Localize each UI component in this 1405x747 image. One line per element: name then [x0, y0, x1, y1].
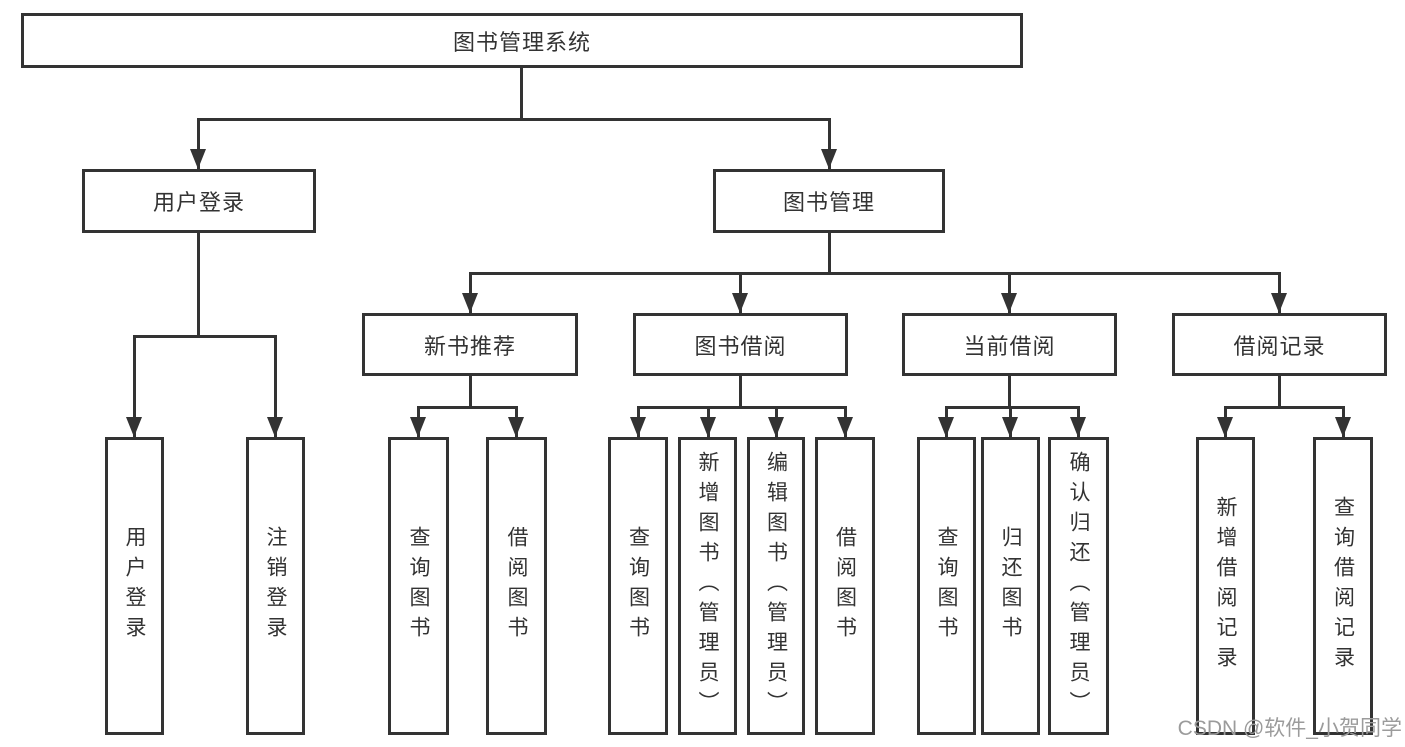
node-borrowing-borrow-books: 借阅图书: [815, 437, 875, 735]
node-borrowing-add-books-admin: 新增图书（管理员）: [678, 437, 737, 735]
node-label: 图书管理: [782, 190, 875, 215]
node-book-management: 图书管理: [713, 169, 945, 233]
connector-drop: [274, 335, 277, 437]
arrow-down-icon: [630, 417, 646, 437]
arrow-down-icon: [1217, 417, 1233, 437]
node-label: 当前借阅: [963, 333, 1056, 359]
node-current-borrowing: 当前借阅: [902, 313, 1117, 376]
arrow-down-icon: [1070, 417, 1086, 437]
arrow-down-icon: [938, 417, 954, 437]
watermark: CSDN @软件_小贺同学: [1177, 717, 1402, 740]
node-borrowing-records: 借阅记录: [1172, 313, 1387, 376]
node-current-confirm-return-admin: 确认归还（管理员）: [1048, 437, 1109, 735]
node-book-borrowing: 图书借阅: [633, 313, 848, 376]
node-label: 借阅图书: [833, 526, 857, 646]
node-logout: 注销登录: [246, 437, 305, 735]
connector-drop: [197, 118, 200, 169]
connector-bus-borrowing: [637, 406, 847, 409]
node-label: 查询图书: [407, 526, 430, 646]
arrow-down-icon: [1271, 293, 1287, 313]
node-user-login: 用户登录: [82, 169, 316, 233]
connector-stem-user-login: [197, 233, 200, 337]
connector-stem-borrowing: [739, 376, 742, 409]
node-recommend-borrow-books: 借阅图书: [486, 437, 547, 735]
node-recommend-query-books: 查询图书: [388, 437, 449, 735]
node-label: 新增借阅记录: [1214, 496, 1237, 676]
node-current-query-books: 查询图书: [917, 437, 976, 735]
node-label: 注销登录: [264, 526, 287, 646]
connector-stem-root: [520, 68, 523, 121]
arrow-down-icon: [410, 417, 426, 437]
node-records-query-borrow-record: 查询借阅记录: [1313, 437, 1373, 735]
connector-drop: [739, 272, 742, 313]
connector-bus-root: [197, 118, 831, 121]
connector-bus-current: [945, 406, 1080, 409]
node-label: 查询图书: [626, 526, 650, 646]
connector-drop: [1008, 272, 1011, 313]
arrow-down-icon: [1335, 417, 1351, 437]
connector-stem-current: [1008, 376, 1011, 409]
node-label: 用户登录: [123, 526, 146, 646]
node-label: 归还图书: [999, 526, 1022, 646]
node-label: 借阅记录: [1233, 333, 1326, 359]
node-label: 用户登录: [152, 190, 245, 215]
arrow-down-icon: [1001, 293, 1017, 313]
connector-drop: [133, 335, 136, 437]
node-records-add-borrow-record: 新增借阅记录: [1196, 437, 1255, 735]
arrow-down-icon: [837, 417, 853, 437]
node-label: 新书推荐: [423, 333, 516, 359]
arrow-down-icon: [732, 293, 748, 313]
node-user-login-leaf: 用户登录: [105, 437, 164, 735]
connector-drop: [469, 272, 472, 313]
arrow-down-icon: [768, 417, 784, 437]
arrow-down-icon: [462, 293, 478, 313]
connector-bus-book-management: [469, 272, 1281, 275]
connector-stem-book-management: [828, 233, 831, 275]
node-label: 确认归还（管理员）: [1067, 451, 1090, 721]
connector-bus-user-login: [133, 335, 276, 338]
connector-bus-recommend: [417, 406, 518, 409]
node-label: 新增图书（管理员）: [696, 451, 719, 721]
connector-drop: [1278, 272, 1281, 313]
arrow-down-icon: [700, 417, 716, 437]
node-borrowing-edit-books-admin: 编辑图书（管理员）: [747, 437, 805, 735]
connector-bus-records: [1224, 406, 1345, 409]
node-label: 借阅图书: [505, 526, 528, 646]
node-label: 图书借阅: [694, 333, 787, 359]
connector-stem-records: [1278, 376, 1281, 409]
arrow-down-icon: [821, 149, 837, 169]
node-label: 查询图书: [935, 526, 958, 646]
arrow-down-icon: [1002, 417, 1018, 437]
arrow-down-icon: [267, 417, 283, 437]
node-label: 图书管理系统: [452, 29, 591, 55]
node-new-book-recommend: 新书推荐: [362, 313, 578, 376]
arrow-down-icon: [126, 417, 142, 437]
connector-stem-recommend: [469, 376, 472, 409]
node-borrowing-query-books: 查询图书: [608, 437, 668, 735]
arrow-down-icon: [508, 417, 524, 437]
arrow-down-icon: [190, 149, 206, 169]
node-label: 查询借阅记录: [1331, 496, 1355, 676]
node-label: 编辑图书（管理员）: [764, 451, 788, 721]
connector-drop: [828, 118, 831, 169]
node-library-management-system: 图书管理系统: [21, 13, 1023, 68]
node-current-return-books: 归还图书: [981, 437, 1040, 735]
